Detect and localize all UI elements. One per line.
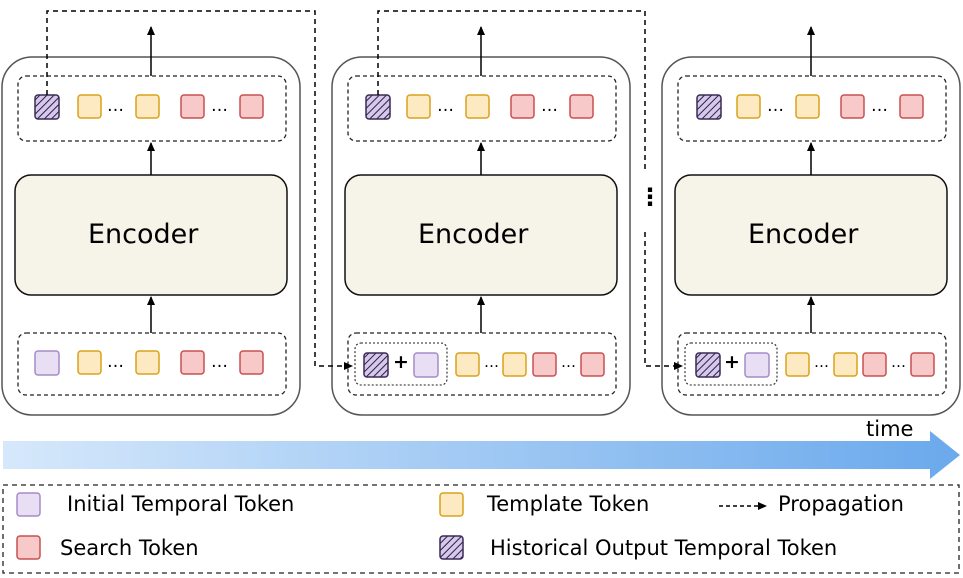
legend-search-token-label: Search Token [60, 536, 199, 560]
block-3-in-template-token [785, 352, 810, 377]
block-3-historical-token [696, 94, 722, 120]
block-2-historical-token [363, 352, 389, 378]
block-2-historical-token [365, 94, 391, 120]
block-2-in-search-token [532, 352, 557, 377]
block-3-in-search-token [862, 352, 887, 377]
block-1-input-tokens [17, 332, 287, 396]
block-1-output-tokens [17, 75, 287, 142]
block-3-output-tokens [677, 75, 947, 142]
block-3-out-template-token [736, 94, 761, 119]
block-3 [661, 26, 961, 416]
block-3-out-template-token [795, 94, 820, 119]
block-1-out-search-token [239, 94, 264, 119]
time-label: time [866, 417, 914, 441]
block-3-initial-temporal-token [744, 352, 770, 378]
block-1-out-template-token [77, 94, 102, 119]
block-2-in-search-ellipsis: … [561, 353, 576, 371]
propagation-arrow-1-to-2 [46, 10, 353, 370]
block-3-encoder-label: Encoder [748, 219, 859, 250]
block-1-in-template-token [77, 350, 102, 375]
block-2-encoder-label: Encoder [418, 219, 529, 250]
time-arrow [3, 431, 960, 479]
block-2-initial-temporal-token [413, 352, 439, 378]
block-2-in-search-token [580, 352, 605, 377]
block-1-out-search-token [180, 94, 205, 119]
block-3-out-search-token [899, 94, 924, 119]
block-1-out-template-ellipsis: … [107, 96, 124, 116]
block-2-in-template-ellipsis: … [484, 353, 499, 371]
legend-historical-token-swatch [439, 535, 464, 560]
block-2-out-template-token [406, 94, 431, 119]
block-3-temporal-sum-group [684, 342, 778, 386]
block-1-encoder-label: Encoder [88, 219, 199, 250]
block-2-output-tokens [347, 75, 617, 142]
block-1 [1, 26, 301, 416]
block-2-out-template-ellipsis: … [437, 96, 454, 116]
legend-template-token-label: Template Token [487, 492, 650, 516]
continuation-dots: ⋮ [638, 183, 662, 211]
legend-initial-temporal-token-label: Initial Temporal Token [67, 492, 295, 516]
legend-initial-temporal-token-swatch [16, 492, 41, 517]
block-2-out-search-token [569, 94, 594, 119]
block-2-plus-sign: + [393, 351, 409, 373]
block-1-initial-temporal-token [34, 350, 60, 376]
block-1-in-template-token [135, 350, 160, 375]
block-2-out-search-ellipsis: … [541, 96, 558, 116]
block-3-out-search-ellipsis: … [871, 96, 888, 116]
block-3-out-search-token [840, 94, 865, 119]
legend-search-token-swatch [16, 535, 41, 560]
block-1-in-template-ellipsis: … [107, 352, 124, 372]
propagation-arrow-2-top [377, 10, 646, 170]
legend-frame [2, 484, 960, 574]
block-3-in-search-ellipsis: … [891, 353, 906, 371]
block-1-out-search-ellipsis: … [211, 96, 228, 116]
block-3-in-search-token [910, 352, 935, 377]
legend-propagation-label: Propagation [778, 492, 904, 516]
block-2-out-template-token [465, 94, 490, 119]
block-1-historical-token [34, 94, 60, 120]
block-2 [331, 26, 631, 416]
block-3-out-template-ellipsis: … [767, 96, 784, 116]
block-1-in-search-ellipsis: … [211, 352, 228, 372]
block-1-in-search-token [180, 350, 205, 375]
block-3-plus-sign: + [724, 351, 740, 373]
block-2-temporal-sum-group [354, 342, 448, 386]
block-1-out-template-token [135, 94, 160, 119]
legend-historical-output-temporal-token-label: Historical Output Temporal Token [490, 536, 838, 560]
block-3-in-template-ellipsis: … [814, 353, 829, 371]
block-2-in-template-token [502, 352, 527, 377]
legend-template-token-swatch [439, 492, 464, 517]
block-1-in-search-token [239, 350, 264, 375]
block-2-in-template-token [455, 352, 480, 377]
block-3-in-template-token [833, 352, 858, 377]
block-2-out-search-token [510, 94, 535, 119]
block-3-historical-token [695, 352, 721, 378]
